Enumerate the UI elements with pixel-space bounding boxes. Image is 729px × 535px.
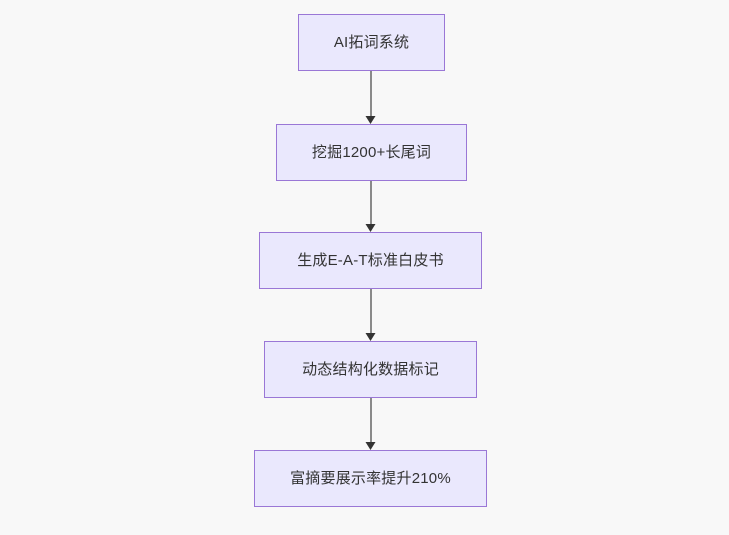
edge-line [370, 289, 372, 333]
arrowhead-icon [365, 224, 376, 232]
flow-node-label: 动态结构化数据标记 [302, 360, 439, 378]
edge-line [370, 398, 372, 442]
flow-node-label: 富摘要展示率提升210% [290, 469, 451, 487]
flow-node-mine-longtail-keywords[interactable]: 挖掘1200+长尾词 [276, 124, 467, 181]
flow-node-label: AI拓词系统 [333, 33, 410, 51]
arrowhead-icon [365, 333, 376, 341]
arrowhead-icon [365, 116, 376, 124]
flow-node-label: 生成E-A-T标准白皮书 [297, 251, 444, 269]
edge-line [370, 71, 372, 116]
arrowhead-icon [365, 442, 376, 450]
edge-line [370, 181, 372, 224]
flow-node-ai-keyword-system[interactable]: AI拓词系统 [298, 14, 445, 71]
flow-node-rich-snippet-uplift[interactable]: 富摘要展示率提升210% [254, 450, 487, 507]
flow-node-dynamic-structured-data[interactable]: 动态结构化数据标记 [264, 341, 477, 398]
flow-node-label: 挖掘1200+长尾词 [311, 143, 432, 161]
flow-node-generate-eat-whitepaper[interactable]: 生成E-A-T标准白皮书 [259, 232, 482, 289]
